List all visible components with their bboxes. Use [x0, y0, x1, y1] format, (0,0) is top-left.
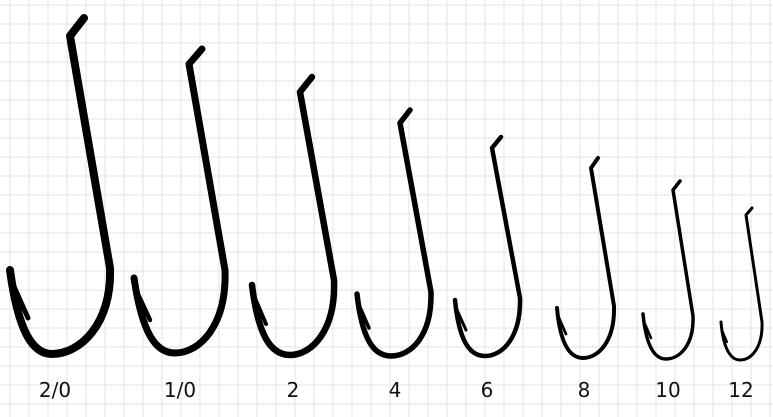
label-12: 12	[728, 378, 753, 402]
label-1-0: 1/0	[164, 378, 196, 402]
label-6: 6	[481, 378, 494, 402]
label-4: 4	[389, 378, 402, 402]
label-10: 10	[655, 378, 680, 402]
label-2-0: 2/0	[39, 378, 71, 402]
label-2: 2	[287, 378, 300, 402]
label-8: 8	[578, 378, 591, 402]
